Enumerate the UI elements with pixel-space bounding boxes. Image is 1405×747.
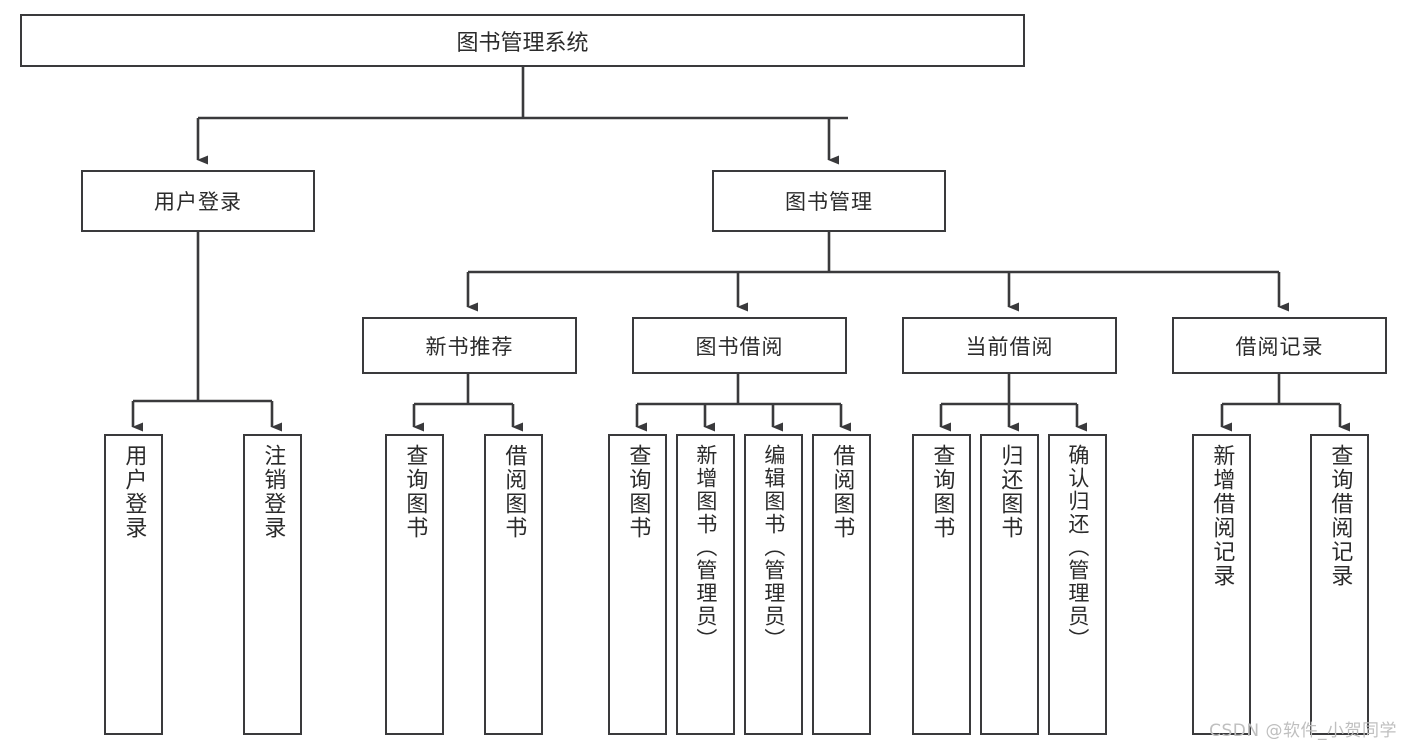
node-label: 图书借阅: [695, 334, 784, 359]
node-label: 查询借阅记录: [1327, 444, 1353, 588]
node-current-borrowing[interactable]: 当前借阅: [902, 317, 1117, 374]
leaf-query-books-current[interactable]: 查询图书: [912, 434, 971, 735]
node-label: 查询图书: [402, 444, 428, 540]
node-label: 查询图书: [625, 444, 651, 540]
leaf-add-book-admin[interactable]: 新增图书（管理员）: [676, 434, 735, 735]
node-label: 确认归还（管理员）: [1065, 444, 1090, 651]
node-label: 用户登录: [154, 190, 242, 214]
node-label: 图书管理: [785, 190, 873, 214]
node-label: 用户登录: [121, 444, 147, 540]
node-label: 借阅记录: [1235, 334, 1324, 359]
leaf-confirm-return-admin[interactable]: 确认归还（管理员）: [1048, 434, 1107, 735]
leaf-user-login[interactable]: 用户登录: [104, 434, 163, 735]
node-label: 编辑图书（管理员）: [761, 444, 786, 651]
leaf-return-books[interactable]: 归还图书: [980, 434, 1039, 735]
node-book-borrowing[interactable]: 图书借阅: [632, 317, 847, 374]
node-label: 新书推荐: [425, 334, 514, 359]
node-label: 归还图书: [997, 444, 1023, 540]
node-label: 图书管理系统: [456, 30, 589, 56]
node-label: 查询图书: [929, 444, 955, 540]
leaf-query-books-recommendation[interactable]: 查询图书: [385, 434, 444, 735]
node-book-management[interactable]: 图书管理: [712, 170, 946, 232]
node-user-login[interactable]: 用户登录: [81, 170, 315, 232]
leaf-edit-book-admin[interactable]: 编辑图书（管理员）: [744, 434, 803, 735]
leaf-borrow-books-borrowing[interactable]: 借阅图书: [812, 434, 871, 735]
leaf-borrow-books-recommendation[interactable]: 借阅图书: [484, 434, 543, 735]
node-book-management-system[interactable]: 图书管理系统: [20, 14, 1025, 67]
leaf-add-borrowing-record[interactable]: 新增借阅记录: [1192, 434, 1251, 735]
node-label: 借阅图书: [829, 444, 855, 540]
node-new-book-recommendation[interactable]: 新书推荐: [362, 317, 577, 374]
node-label: 新增图书（管理员）: [693, 444, 718, 651]
node-label: 注销登录: [260, 444, 286, 540]
leaf-query-books-borrowing[interactable]: 查询图书: [608, 434, 667, 735]
node-label: 新增借阅记录: [1209, 444, 1235, 588]
node-label: 借阅图书: [501, 444, 527, 540]
leaf-query-borrowing-record[interactable]: 查询借阅记录: [1310, 434, 1369, 735]
leaf-logout[interactable]: 注销登录: [243, 434, 302, 735]
node-borrowing-records[interactable]: 借阅记录: [1172, 317, 1387, 374]
node-label: 当前借阅: [965, 334, 1054, 359]
